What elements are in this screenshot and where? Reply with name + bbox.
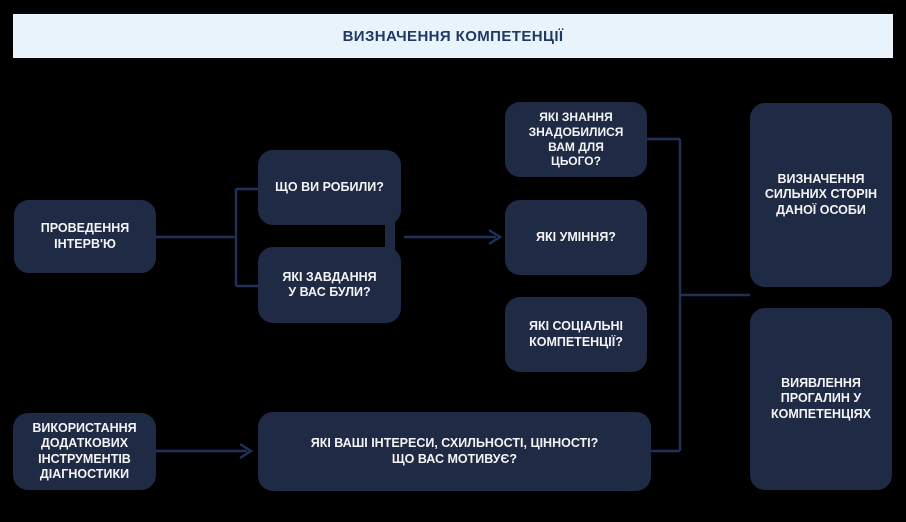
node-gaps: ВИЯВЛЕННЯ ПРОГАЛИН У КОМПЕТЕНЦІЯХ (750, 308, 892, 490)
connector-left-bracket (156, 187, 258, 288)
node-skills-label: ЯКІ УМІННЯ? (536, 229, 616, 244)
node-interview-label: ПРОВЕДЕННЯ ІНТЕРВ'Ю (40, 221, 130, 251)
node-knowledge: ЯКІ ЗНАННЯ ЗНАДОБИЛИСЯ ВАМ ДЛЯ ЦЬОГО? (505, 102, 647, 177)
connector-right-bracket (647, 137, 750, 453)
arrow-middle-head (488, 228, 503, 246)
node-skills: ЯКІ УМІННЯ? (505, 200, 647, 275)
node-social: ЯКІ СОЦІАЛЬНІ КОМПЕТЕНЦІЇ? (505, 297, 647, 372)
node-strengths: ВИЗНАЧЕННЯ СИЛЬНИХ СТОРІН ДАНОЇ ОСОБИ (750, 103, 892, 287)
node-gaps-label: ВИЯВЛЕННЯ ПРОГАЛИН У КОМПЕТЕНЦІЯХ (770, 376, 871, 421)
node-what-did: ЩО ВИ РОБИЛИ? (258, 150, 401, 225)
node-strengths-label: ВИЗНАЧЕННЯ СИЛЬНИХ СТОРІН ДАНОЇ ОСОБИ (764, 172, 878, 217)
node-tools-label: ВИКОРИСТАННЯ ДОДАТКОВИХ ІНСТРУМЕНТІВ ДІА… (32, 421, 137, 481)
node-interests-label: ЯКІ ВАШІ ІНТЕРЕСИ, СХИЛЬНОСТІ, ЦІННОСТІ?… (310, 436, 599, 466)
node-tasks-label: ЯКІ ЗАВДАННЯ У ВАС БУЛИ? (282, 269, 377, 299)
page-title: ВИЗНАЧЕННЯ КОМПЕТЕНЦІЇ (342, 27, 564, 45)
node-tasks: ЯКІ ЗАВДАННЯ У ВАС БУЛИ? (258, 247, 401, 323)
node-knowledge-label: ЯКІ ЗНАННЯ ЗНАДОБИЛИСЯ ВАМ ДЛЯ ЦЬОГО? (528, 110, 624, 169)
connector-middle-bridge (385, 222, 395, 252)
arrow-bottom-head (239, 442, 254, 460)
node-tools: ВИКОРИСТАННЯ ДОДАТКОВИХ ІНСТРУМЕНТІВ ДІА… (13, 413, 156, 490)
node-social-label: ЯКІ СОЦІАЛЬНІ КОМПЕТЕНЦІЇ? (528, 319, 624, 349)
node-what-did-label: ЩО ВИ РОБИЛИ? (275, 179, 384, 194)
node-interview: ПРОВЕДЕННЯ ІНТЕРВ'Ю (14, 200, 156, 273)
diagram-title-bar: ВИЗНАЧЕННЯ КОМПЕТЕНЦІЇ (13, 14, 893, 58)
node-interests: ЯКІ ВАШІ ІНТЕРЕСИ, СХИЛЬНОСТІ, ЦІННОСТІ?… (258, 412, 651, 491)
